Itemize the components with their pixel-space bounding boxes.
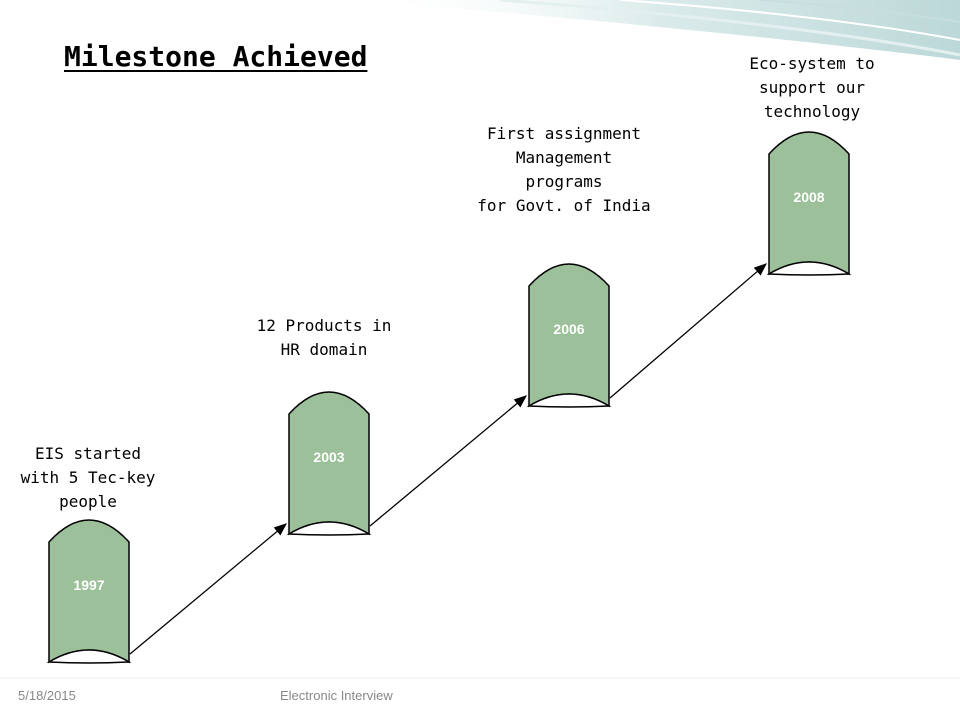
milestone-cylinder-2003: 2003	[286, 391, 372, 536]
milestone-caption-1997: EIS started with 5 Tec-key people	[20, 444, 156, 511]
milestone-year-2003: 2003	[313, 449, 344, 465]
milestone-year-2006: 2006	[553, 321, 584, 337]
cylinder-base	[286, 521, 372, 536]
timeline-arrow	[369, 395, 527, 527]
timeline-arrow	[609, 263, 767, 399]
milestone-year-1997: 1997	[73, 577, 104, 593]
milestone-caption-2008: Eco-system to support our technology	[749, 54, 875, 121]
footer-date: 5/18/2015	[18, 688, 76, 703]
cylinder-base	[526, 393, 612, 408]
milestone-cylinder-1997: 1997	[46, 519, 132, 664]
footer-text: Electronic Interview	[280, 688, 393, 703]
milestone-caption-2003: 12 Products in HR domain	[256, 316, 392, 359]
milestone-cylinder-2008: 2008	[766, 131, 852, 276]
timeline-arrow	[129, 523, 287, 655]
timeline-cylinders: 1997 2003 2006 2008	[46, 131, 852, 664]
milestone-cylinder-2006: 2006	[526, 263, 612, 408]
milestone-caption-2006: First assignment Management programs for…	[477, 124, 651, 215]
page-title: Milestone Achieved	[64, 40, 368, 73]
cylinder-base	[766, 261, 852, 276]
cylinder-base	[46, 649, 132, 664]
timeline-arrows	[129, 263, 767, 655]
milestone-year-2008: 2008	[793, 189, 824, 205]
